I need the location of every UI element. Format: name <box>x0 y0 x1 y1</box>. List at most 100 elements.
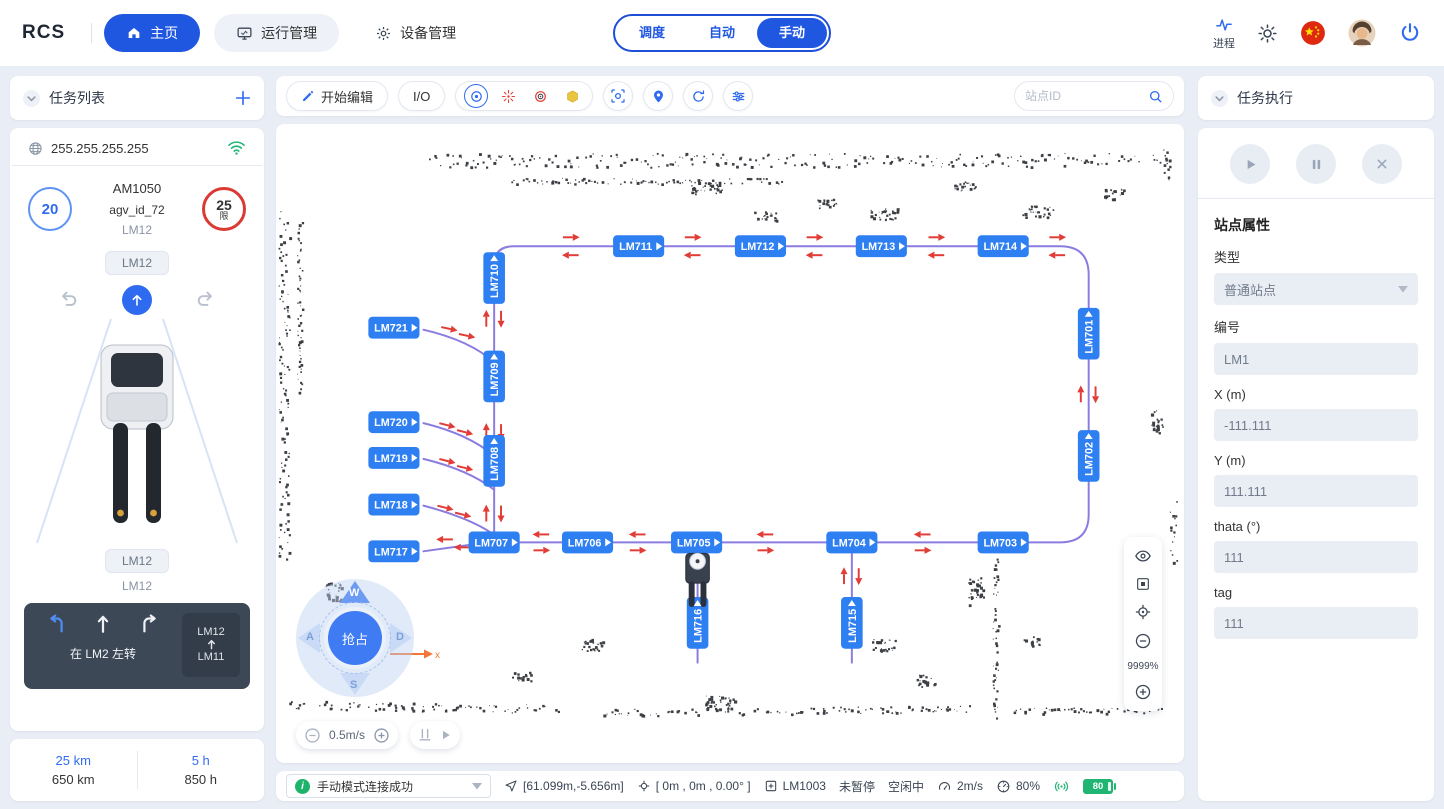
scan-button[interactable] <box>603 81 634 111</box>
joystick-up-button[interactable] <box>340 581 370 603</box>
collapse-chevron-icon[interactable] <box>22 89 41 108</box>
svg-text:LM710: LM710 <box>489 264 501 298</box>
mode-tab-dispatch[interactable]: 调度 <box>638 25 665 40</box>
pause-task-button[interactable] <box>1296 144 1336 184</box>
avatar[interactable] <box>1348 19 1376 47</box>
station-LM701[interactable]: LM701 <box>1077 307 1100 360</box>
area-layer-button[interactable] <box>560 84 584 108</box>
nav-item-ops[interactable]: 运行管理 <box>214 14 340 52</box>
station-LM710[interactable]: LM710 <box>483 252 505 304</box>
ip-row[interactable]: 255.255.255.255 <box>12 128 262 166</box>
field-input[interactable]: LM1 <box>1214 343 1418 375</box>
station-LM711[interactable]: LM711 <box>613 235 665 258</box>
property-field-5: tag 111 <box>1214 585 1418 639</box>
turn-left-button[interactable] <box>57 288 80 311</box>
station-LM720[interactable]: LM720 <box>368 411 420 434</box>
language-flag-button[interactable] <box>1300 20 1326 46</box>
play-task-button[interactable] <box>1230 144 1270 184</box>
mode-tab-manual[interactable]: 手动 <box>757 18 827 48</box>
visibility-button[interactable] <box>1134 547 1152 565</box>
battery-icon: 80 <box>1083 778 1117 794</box>
zoom-out-button[interactable] <box>1134 632 1152 650</box>
nav-item-devices[interactable]: 设备管理 <box>353 14 478 52</box>
joystick-left-button[interactable] <box>298 623 320 653</box>
station-LM713[interactable]: LM713 <box>855 235 907 258</box>
reflector-layer-button[interactable] <box>528 84 552 108</box>
map-canvas[interactable]: LM711 LM712 LM713 LM714LM710LM721LM709LM720… <box>276 124 1184 763</box>
locate-robot-button[interactable] <box>1134 603 1152 621</box>
cancel-task-button[interactable] <box>1362 144 1402 184</box>
search-icon[interactable] <box>1148 89 1163 104</box>
filter-button[interactable] <box>723 81 754 111</box>
laser-icon <box>501 89 516 104</box>
run-state: 空闲中 <box>887 779 924 794</box>
station-LM715[interactable]: LM715 <box>841 597 863 649</box>
locate-pin-button[interactable] <box>643 81 674 111</box>
station-LM705[interactable]: LM705 <box>671 531 723 554</box>
chevron-down-icon <box>1398 285 1408 292</box>
station-label-bottom: LM12 <box>121 578 153 593</box>
speed-value: 20 <box>41 200 59 218</box>
lidar-layer-button[interactable] <box>464 84 489 108</box>
speed-plus-button[interactable] <box>373 727 390 744</box>
station-LM702[interactable]: LM702 <box>1077 430 1100 482</box>
agv-robot-marker[interactable] <box>685 552 710 607</box>
fit-view-button[interactable] <box>1135 576 1151 592</box>
station-LM718[interactable]: LM718 <box>368 493 420 516</box>
station-LM706[interactable]: LM706 <box>561 531 614 554</box>
station-properties-title: 站点属性 <box>1214 217 1270 233</box>
station-LM719[interactable]: LM719 <box>368 446 420 469</box>
fork-run-button[interactable] <box>440 729 452 741</box>
field-value: 111.111 <box>1224 483 1268 499</box>
limit-value: 25 <box>216 196 232 213</box>
fork-icon[interactable] <box>418 728 432 742</box>
process-button[interactable]: 进程 <box>1213 16 1235 51</box>
view-toolbar: 9999% <box>1124 537 1162 711</box>
svg-text:LM720: LM720 <box>374 417 408 429</box>
station-LM704[interactable]: LM704 <box>826 531 878 554</box>
svg-text:LM701: LM701 <box>1084 320 1096 354</box>
go-straight-button[interactable] <box>122 284 152 315</box>
station-LM712[interactable]: LM712 <box>734 235 787 258</box>
layer-toggle-group <box>455 81 594 111</box>
seize-control-button[interactable]: 抢占 <box>319 602 391 674</box>
field-input[interactable]: 111 <box>1214 607 1418 639</box>
nav-item-home[interactable]: 主页 <box>104 14 201 52</box>
power-button[interactable] <box>1398 21 1422 45</box>
station-LM716[interactable]: LM716 <box>686 597 709 649</box>
refresh-button[interactable] <box>683 81 714 111</box>
station-search-input[interactable] <box>1025 89 1142 103</box>
start-edit-button[interactable]: 开始编辑 <box>286 81 389 111</box>
station-LM717[interactable]: LM717 <box>368 540 420 563</box>
io-button[interactable]: I/O <box>398 81 446 111</box>
china-flag-icon <box>1300 20 1326 46</box>
turn-right-icon <box>138 613 160 635</box>
start-edit-label: 开始编辑 <box>321 89 374 105</box>
station-LM714[interactable]: LM714 <box>977 235 1029 258</box>
field-input[interactable]: 111.111 <box>1214 475 1418 507</box>
pause-state: 未暂停 <box>838 779 875 794</box>
theme-toggle-button[interactable] <box>1257 23 1278 44</box>
station-LM708[interactable]: LM708 <box>483 435 505 487</box>
pulse-icon <box>1213 16 1235 34</box>
station-LM707[interactable]: LM707 <box>468 531 520 554</box>
field-input[interactable]: -111.111 <box>1214 409 1418 441</box>
field-input[interactable]: 111 <box>1214 541 1418 573</box>
laser-layer-button[interactable] <box>496 84 520 108</box>
field-select[interactable]: 普通站点 <box>1214 273 1418 305</box>
add-task-button[interactable] <box>234 89 252 107</box>
joystick-right-button[interactable] <box>390 623 412 653</box>
zoom-in-button[interactable] <box>1134 683 1152 701</box>
connection-status-select[interactable]: i 手动模式连接成功 <box>286 774 491 798</box>
collapse-chevron-icon[interactable] <box>1210 89 1229 108</box>
turn-right-button[interactable] <box>194 288 217 311</box>
speed-minus-button[interactable] <box>304 727 321 744</box>
mode-tab-auto[interactable]: 自动 <box>708 25 735 40</box>
station-LM709[interactable]: LM709 <box>483 350 505 403</box>
joystick-down-button[interactable] <box>340 673 370 695</box>
close-icon <box>1374 156 1390 172</box>
station-LM703[interactable]: LM703 <box>977 531 1029 554</box>
svg-text:LM713: LM713 <box>862 241 896 253</box>
station-LM721[interactable]: LM721 <box>368 316 420 339</box>
